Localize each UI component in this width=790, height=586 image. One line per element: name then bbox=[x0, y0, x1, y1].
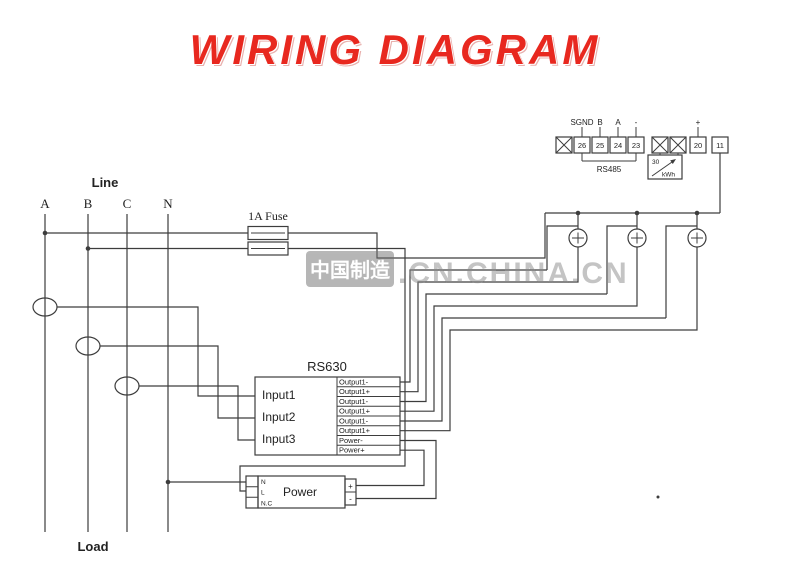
load-label: Load bbox=[77, 539, 108, 554]
page-title: WIRING DIAGRAM bbox=[189, 26, 601, 73]
power-plus-wire bbox=[356, 449, 425, 487]
rs630-input3-label: Input3 bbox=[262, 432, 296, 446]
fuse-wire-1 bbox=[45, 213, 546, 259]
output-wire-3 bbox=[400, 293, 607, 403]
rs630-unit: RS630 Input1 Input2 Input3 Output1- Outp… bbox=[254, 359, 401, 456]
rs630-output-row-5: Output1- bbox=[339, 416, 369, 425]
power-plus-label: + bbox=[348, 482, 353, 491]
supply-lines bbox=[44, 214, 169, 532]
impulse-constant-bottom: kWh bbox=[662, 172, 675, 179]
rs630-name: RS630 bbox=[307, 359, 347, 374]
rs630-input2-label: Input2 bbox=[262, 410, 296, 424]
terminal-box-unused-3-x bbox=[669, 136, 687, 154]
watermark: 中国制造 .CN.CHINA.CN bbox=[306, 251, 629, 290]
ct-c-symbol bbox=[114, 376, 140, 396]
meter-current-coils bbox=[568, 228, 707, 248]
terminal-number-24: 24 bbox=[614, 141, 622, 150]
output-wire-1 bbox=[400, 269, 547, 383]
output-wire-4 bbox=[400, 247, 638, 412]
terminal-number-23: 23 bbox=[632, 141, 640, 150]
terminal-label-ticks bbox=[581, 127, 699, 137]
fuse-wire-2 bbox=[88, 247, 406, 492]
terminal-label-minus: - bbox=[635, 118, 638, 127]
ct-b-input2-wire bbox=[100, 345, 255, 419]
power-terminal-l-label: L bbox=[261, 490, 265, 497]
supply-labels: A B C N Line Load bbox=[40, 175, 173, 554]
watermark-latin-text: .CN.CHINA.CN bbox=[398, 257, 629, 290]
phase-a-label: A bbox=[40, 196, 50, 211]
power-unit: Power N L N.C + - bbox=[245, 475, 357, 509]
rs630-output-row-8: Power+ bbox=[339, 446, 365, 455]
power-minus-label: - bbox=[349, 495, 352, 504]
watermark-box bbox=[306, 251, 394, 287]
watermark-cjk-text: 中国制造 bbox=[310, 258, 391, 282]
rs630-output-row-2: Output1+ bbox=[339, 387, 371, 396]
rs630-output-row-lines bbox=[337, 386, 400, 446]
power-minus-wire bbox=[356, 439, 437, 500]
current-transformers bbox=[32, 297, 140, 396]
meter-terminal-strip: 26 25 24 23 20 11 SGND B A - + RS485 30 … bbox=[555, 118, 729, 180]
junction-dot bbox=[165, 479, 171, 485]
terminal-box-11 bbox=[711, 136, 729, 154]
coil-2-loop bbox=[606, 225, 637, 294]
terminal-box-unused-1-x bbox=[555, 136, 573, 154]
power-terminal-nc-label: N.C bbox=[261, 500, 273, 507]
power-input-terminal-block bbox=[245, 475, 259, 509]
ct-a-input1-wire bbox=[57, 306, 255, 397]
terminal-label-b: B bbox=[597, 118, 602, 127]
stray-dot bbox=[656, 495, 660, 499]
terminal-label-a: A bbox=[615, 118, 621, 127]
junction-dot bbox=[42, 230, 48, 236]
terminal-number-20: 20 bbox=[694, 141, 702, 150]
wires bbox=[45, 153, 721, 500]
fuse-block: 1A Fuse bbox=[247, 209, 289, 256]
coil-3-loop bbox=[665, 225, 697, 318]
output-wire-2 bbox=[400, 247, 579, 393]
output-wire-5 bbox=[400, 317, 666, 422]
terminal-box-unused-2-x bbox=[651, 136, 669, 154]
junction-dot bbox=[575, 210, 581, 216]
ct-b-symbol bbox=[75, 336, 101, 356]
line-label: Line bbox=[92, 175, 119, 190]
junction-dot bbox=[694, 210, 700, 216]
fuse-label: 1A Fuse bbox=[248, 209, 288, 223]
rs630-output-row-7: Power- bbox=[339, 436, 363, 445]
impulse-arrow-head bbox=[670, 159, 676, 164]
rs630-output-row-6: Output1+ bbox=[339, 426, 371, 435]
terminal-number-25: 25 bbox=[596, 141, 604, 150]
ct-c-input3-wire bbox=[139, 385, 255, 441]
ct-a-symbol bbox=[32, 297, 58, 317]
impulse-arrow-line bbox=[651, 161, 673, 177]
rs485-label: RS485 bbox=[597, 165, 622, 174]
meter-coil-3-cross bbox=[691, 232, 703, 244]
neutral-label: N bbox=[163, 196, 173, 211]
rs630-output-row-1: Output1- bbox=[339, 377, 369, 386]
terminal-number-11: 11 bbox=[716, 141, 724, 150]
phase-c-label: C bbox=[123, 196, 132, 211]
junction-dots bbox=[42, 210, 700, 499]
phase-b-label: B bbox=[84, 196, 93, 211]
rs485-bracket bbox=[581, 153, 637, 162]
meter-coil-2-cross bbox=[631, 232, 643, 244]
terminal-label-sgnd: SGND bbox=[570, 118, 593, 127]
rs630-output-row-3: Output1- bbox=[339, 397, 369, 406]
meter-coil-1-cross bbox=[572, 232, 584, 244]
rs630-input1-label: Input1 bbox=[262, 388, 296, 402]
power-input-cell-lines bbox=[246, 486, 258, 498]
junction-dot bbox=[634, 210, 640, 216]
power-terminal-n-label: N bbox=[261, 479, 266, 486]
junction-dot bbox=[85, 246, 91, 251]
rs630-output-row-4: Output1+ bbox=[339, 407, 371, 416]
impulse-constant-top: 30 bbox=[652, 159, 660, 166]
terminal-label-plus: + bbox=[696, 118, 701, 127]
output-wire-6 bbox=[400, 247, 698, 432]
power-name: Power bbox=[283, 485, 317, 499]
coil-1-loop bbox=[546, 225, 578, 270]
terminal-number-26: 26 bbox=[578, 141, 586, 150]
